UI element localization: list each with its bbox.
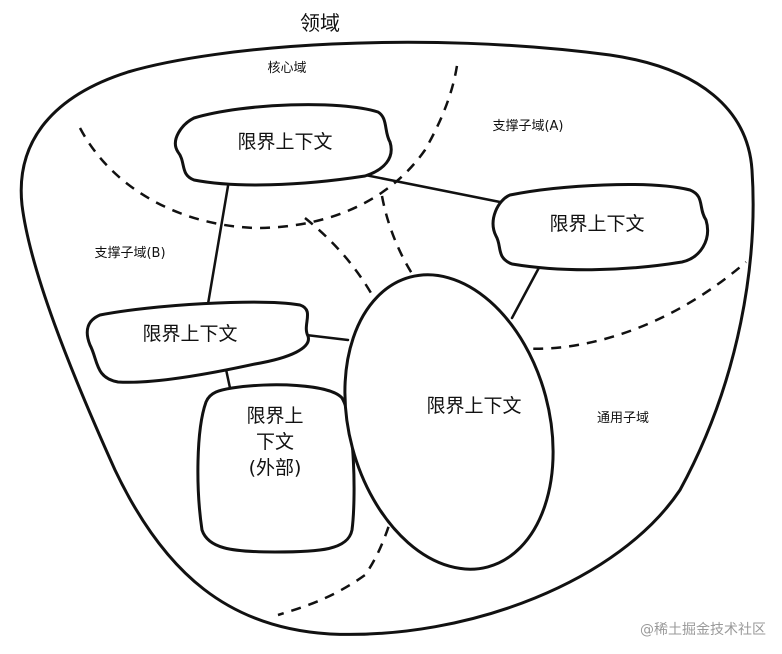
support-a-bounded-context[interactable]: [491, 183, 709, 272]
external-context-label-line2: 下文: [256, 431, 294, 453]
generic-context-label: 限界上下文: [426, 395, 521, 417]
support-a-subdomain-label: 支撑子域(A): [492, 119, 563, 134]
generic-subdomain-label: 通用子域: [597, 411, 649, 426]
support-b-divider: [277, 217, 407, 617]
external-context-label-line3: (外部): [249, 457, 302, 479]
core-bounded-context[interactable]: [173, 103, 393, 187]
connection-core-support-a: [348, 170, 502, 204]
support-b-subdomain-label: 支撑子域(B): [94, 246, 165, 261]
watermark: @稀土掘金技术社区: [640, 622, 766, 638]
domain-title: 领域: [300, 11, 340, 35]
connection-support-b-generic: [304, 333, 350, 342]
external-bounded-context[interactable]: [196, 383, 356, 554]
support-b-bounded-context[interactable]: [85, 300, 310, 384]
connection-support-a-generic: [510, 260, 544, 320]
support-a-context-label: 限界上下文: [549, 213, 644, 235]
domain-boundary: [19, 40, 755, 636]
support-a-divider: [380, 195, 747, 350]
connection-core-support-b: [206, 184, 230, 306]
generic-bounded-context[interactable]: [314, 251, 585, 593]
support-b-context-label: 限界上下文: [142, 323, 237, 345]
core-context-label: 限界上下文: [237, 131, 332, 153]
external-context-label-line1: 限界上: [246, 405, 303, 427]
core-subdomain-label: 核心域: [267, 61, 306, 76]
